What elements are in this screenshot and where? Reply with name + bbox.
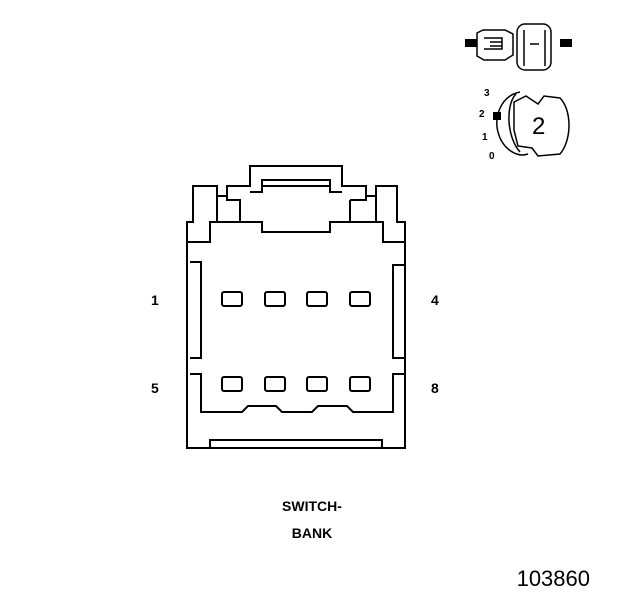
pin-cavities (221, 291, 371, 392)
pin-label-8: 8 (431, 380, 439, 396)
position-label-0: 0 (489, 151, 495, 162)
caption-line-2: BANK (291, 525, 333, 541)
pin-cavity-4 (349, 291, 371, 307)
pin-cavity-1 (221, 291, 243, 307)
pin-cavity-8 (349, 376, 371, 392)
pin-cavity-2 (264, 291, 286, 307)
pin-cavity-3 (306, 291, 328, 307)
pin-cavity-7 (306, 376, 328, 392)
switch-position-icon (493, 91, 570, 157)
selected-position: 2 (532, 113, 546, 140)
pin-label-4: 4 (431, 292, 439, 308)
figure-number: 103860 (516, 566, 590, 591)
position-label-3: 3 (484, 88, 490, 99)
pin-cavity-6 (264, 376, 286, 392)
pin-label-1: 1 (151, 292, 159, 308)
caption-line-1: SWITCH- (282, 498, 342, 514)
pin-label-5: 5 (151, 380, 159, 396)
position-label-2: 2 (479, 109, 485, 120)
position-label-1: 1 (482, 132, 488, 143)
connector-side-view-icon (465, 23, 572, 71)
pin-cavity-5 (221, 376, 243, 392)
connector-face (186, 165, 406, 449)
